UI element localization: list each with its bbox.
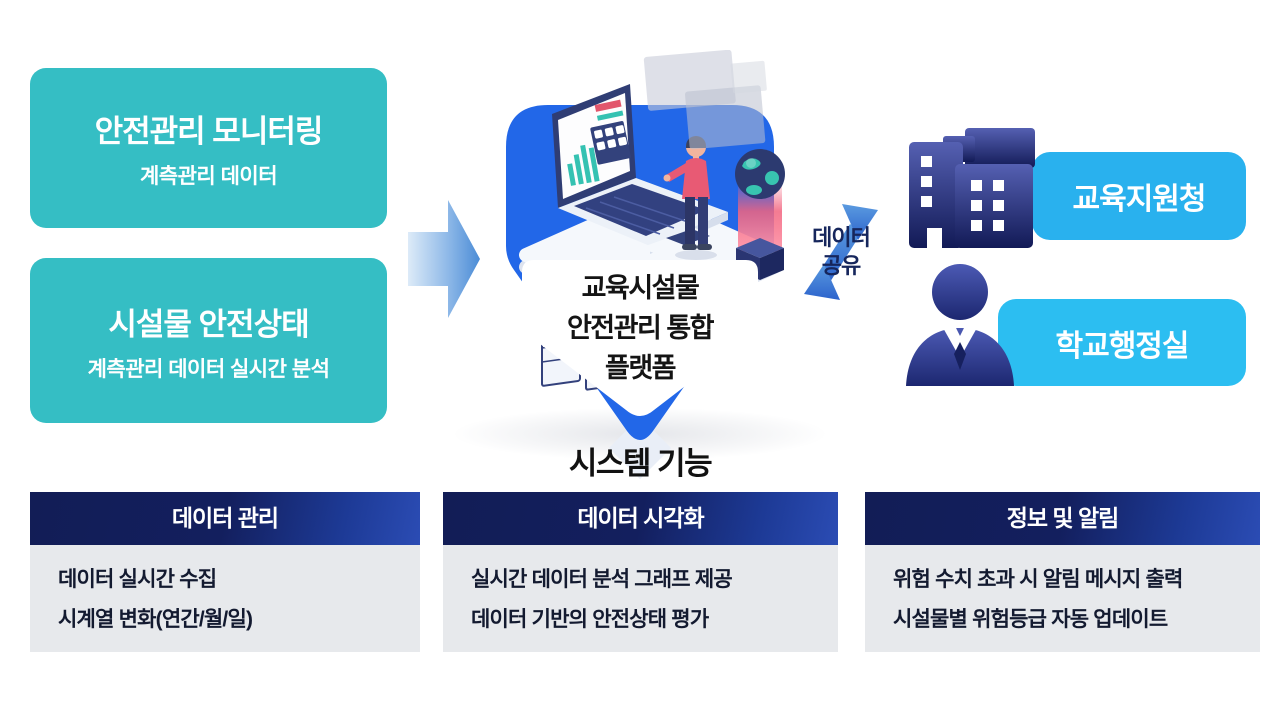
- panel-item: 실시간 데이터 분석 그래프 제공: [471, 568, 733, 591]
- source-subtitle: 계측관리 데이터: [139, 165, 278, 188]
- feature-panel-data-visualization: 데이터 시각화 실시간 데이터 분석 그래프 제공 데이터 기반의 안전상태 평…: [443, 492, 838, 652]
- system-functions-label: 시스템 기능: [568, 446, 713, 481]
- recipient-label: 학교행정실: [1055, 329, 1190, 363]
- platform-title-line1: 교육시설물: [581, 273, 700, 303]
- source-box-facility-status: 시설물 안전상태 계측관리 데이터 실시간 분석: [30, 258, 387, 423]
- panel-body: 데이터 실시간 수집 시계열 변화(연간/월/일): [30, 545, 420, 652]
- feature-panel-data-management: 데이터 관리 데이터 실시간 수집 시계열 변화(연간/월/일): [30, 492, 420, 652]
- source-title: 시설물 안전상태: [108, 306, 309, 342]
- data-share-arrow-icon: [804, 204, 878, 300]
- globe-pedestal-icon: [735, 149, 785, 280]
- data-share-line2: 공유: [821, 253, 861, 278]
- panel-header: 데이터 관리: [30, 492, 420, 545]
- source-subtitle: 계측관리 데이터 실시간 분석: [87, 357, 330, 381]
- panel-item: 데이터 실시간 수집: [58, 568, 217, 591]
- floating-panels: [643, 50, 767, 150]
- panel-item: 위험 수치 초과 시 알림 메시지 출력: [893, 568, 1183, 591]
- panel-item: 데이터 기반의 안전상태 평가: [471, 608, 709, 631]
- recipient-box-school-admin: 학교행정실: [998, 299, 1246, 386]
- recipient-label: 교육지원청: [1072, 183, 1207, 216]
- source-title: 안전관리 모니터링: [94, 114, 324, 149]
- badge-title-shield: [522, 260, 758, 416]
- person-icon: [906, 264, 1014, 386]
- panel-item: 시설물별 위험등급 자동 업데이트: [893, 608, 1168, 631]
- buildings-icon: [909, 128, 1035, 248]
- data-share-line1: 데이터: [812, 225, 871, 250]
- panel-header: 데이터 시각화: [443, 492, 838, 545]
- data-share-label: 데이터 공유: [794, 224, 888, 280]
- panel-item: 시계열 변화(연간/월/일): [58, 608, 253, 631]
- platform-title-line3: 플랫폼: [604, 353, 677, 383]
- panel-body: 실시간 데이터 분석 그래프 제공 데이터 기반의 안전상태 평가: [443, 545, 838, 652]
- recipient-box-education-office: 교육지원청: [1032, 152, 1246, 240]
- platform-badge: [506, 50, 785, 440]
- platform-title-line2: 안전관리 통합: [566, 313, 715, 343]
- panel-header: 정보 및 알림: [865, 492, 1260, 545]
- platform-title: 교육시설물 안전관리 통합 플랫폼: [500, 268, 780, 388]
- panel-body: 위험 수치 초과 시 알림 메시지 출력 시설물별 위험등급 자동 업데이트: [865, 545, 1260, 652]
- feature-panel-info-alerts: 정보 및 알림 위험 수치 초과 시 알림 메시지 출력 시설물별 위험등급 자…: [865, 492, 1260, 652]
- right-arrow-icon: [408, 200, 480, 318]
- source-box-monitoring: 안전관리 모니터링 계측관리 데이터: [30, 68, 387, 228]
